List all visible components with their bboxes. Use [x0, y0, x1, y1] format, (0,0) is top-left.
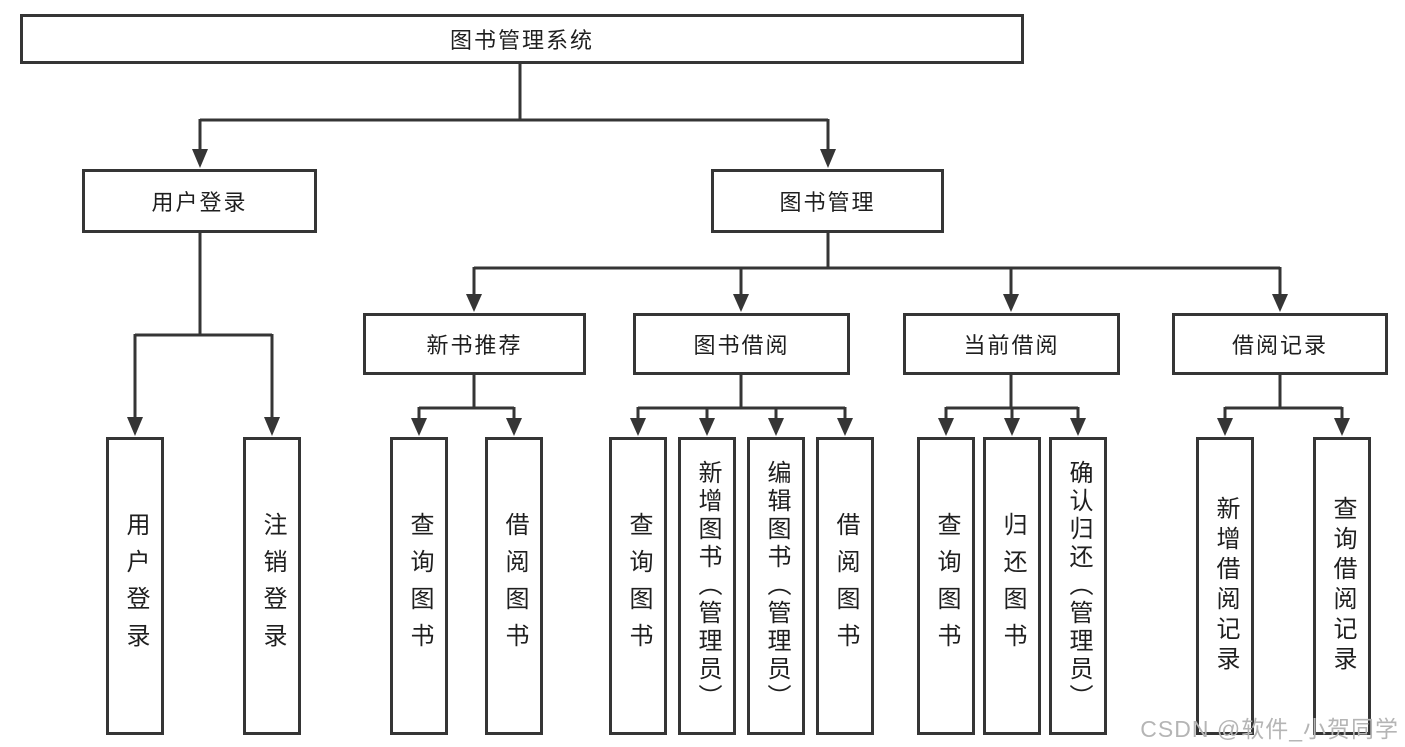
node-borrow-records: 借阅记录	[1172, 313, 1388, 375]
leaf-label: 新增图书（管理员）	[694, 460, 721, 712]
node-library-management-system: 图书管理系统	[20, 14, 1024, 64]
leaf-query-book-1: 查询图书	[390, 437, 448, 735]
leaf-query-borrow-record: 查询借阅记录	[1313, 437, 1371, 735]
arrowheads	[127, 149, 1350, 436]
leaf-query-book-3: 查询图书	[917, 437, 975, 735]
leaf-label: 借阅图书	[501, 512, 528, 660]
node-label: 借阅记录	[1231, 333, 1328, 358]
leaf-label: 借阅图书	[832, 512, 859, 660]
leaf-borrow-book-1: 借阅图书	[485, 437, 543, 735]
node-current-borrow: 当前借阅	[903, 313, 1120, 375]
leaf-label: 查询图书	[406, 512, 433, 660]
leaf-label: 用户登录	[122, 512, 149, 660]
node-label: 图书借阅	[693, 333, 790, 358]
leaf-add-borrow-record: 新增借阅记录	[1196, 437, 1254, 735]
leaf-label: 新增借阅记录	[1212, 496, 1239, 676]
node-label: 用户登录	[151, 190, 248, 215]
leaf-edit-book-admin: 编辑图书（管理员）	[747, 437, 805, 735]
leaf-label: 查询图书	[933, 512, 960, 660]
node-book-borrow: 图书借阅	[633, 313, 850, 375]
leaf-confirm-return-admin: 确认归还（管理员）	[1049, 437, 1107, 735]
leaf-label: 查询图书	[625, 512, 652, 660]
leaf-user-login: 用户登录	[106, 437, 164, 735]
leaf-add-book-admin: 新增图书（管理员）	[678, 437, 736, 735]
node-user-login: 用户登录	[82, 169, 317, 233]
node-label: 当前借阅	[963, 333, 1060, 358]
leaf-logout: 注销登录	[243, 437, 301, 735]
node-label: 新书推荐	[426, 333, 523, 358]
leaf-label: 注销登录	[259, 512, 286, 660]
leaf-query-book-2: 查询图书	[609, 437, 667, 735]
csdn-watermark: CSDN @软件_小贺同学	[1140, 716, 1399, 742]
leaf-label: 归还图书	[999, 512, 1026, 660]
leaf-label: 查询借阅记录	[1329, 496, 1356, 676]
leaf-label: 确认归还（管理员）	[1065, 460, 1092, 712]
leaf-borrow-book-2: 借阅图书	[816, 437, 874, 735]
leaf-return-book: 归还图书	[983, 437, 1041, 735]
node-label: 图书管理系统	[449, 28, 594, 53]
leaf-label: 编辑图书（管理员）	[763, 460, 790, 712]
node-new-book-recommend: 新书推荐	[363, 313, 586, 375]
node-label: 图书管理	[779, 190, 876, 215]
node-book-management: 图书管理	[711, 169, 944, 233]
